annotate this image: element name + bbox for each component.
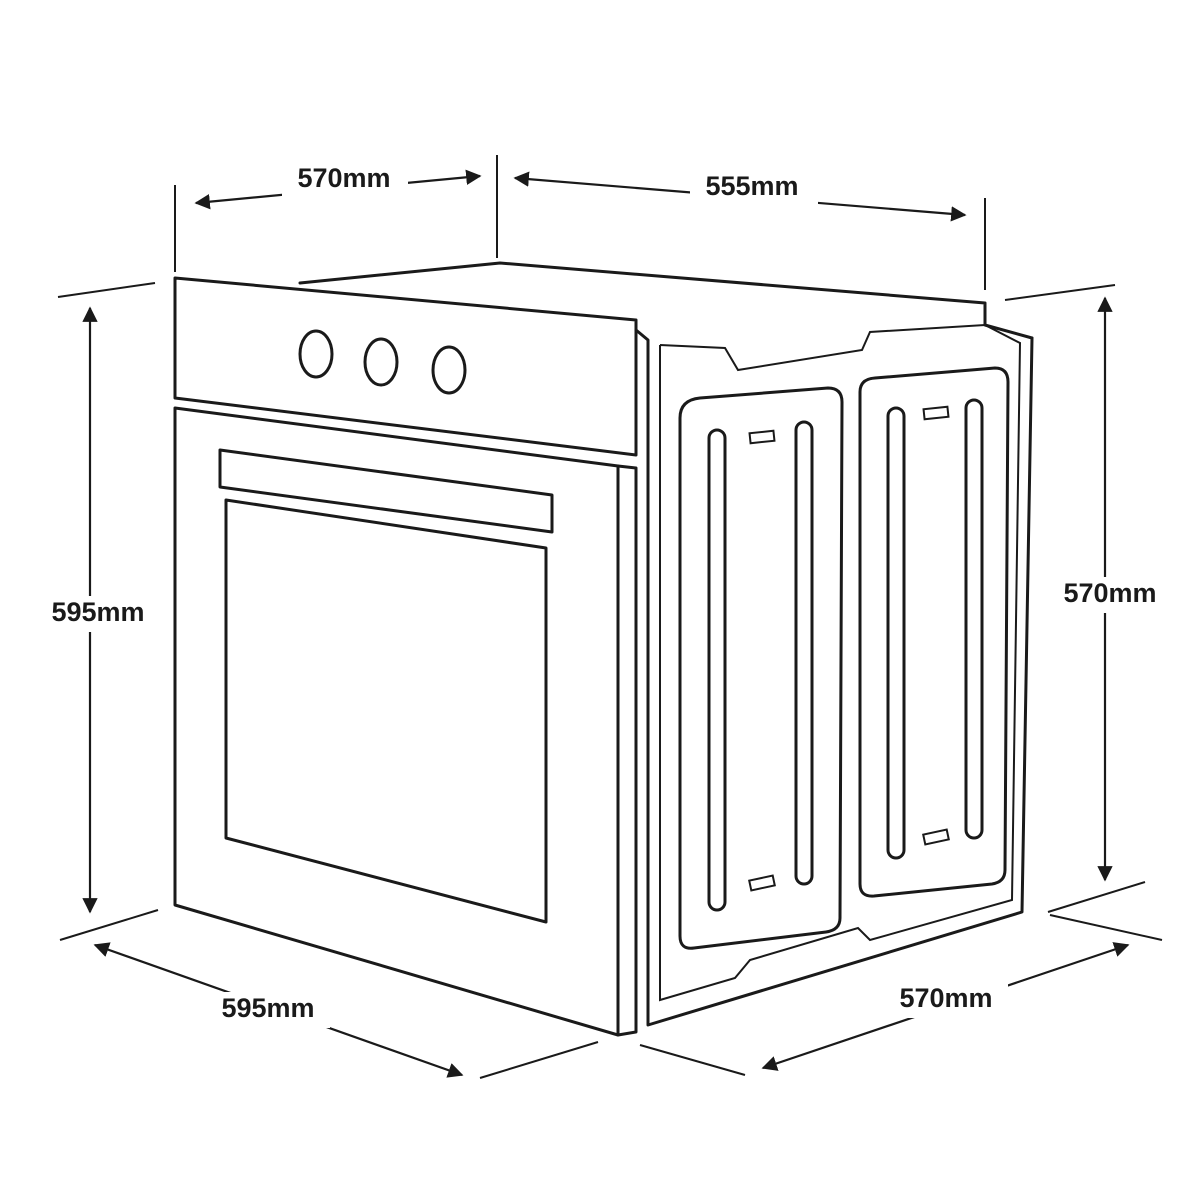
label-top-width: 570mm [297, 163, 390, 193]
label-bottom-depth: 570mm [899, 983, 992, 1013]
mount-tab [748, 429, 776, 445]
mount-tab [922, 828, 950, 846]
vent-slot [707, 428, 727, 912]
side-panel-inner [659, 323, 1022, 1002]
door-handle [218, 448, 554, 534]
vent-slot [886, 406, 906, 860]
mount-tab [748, 874, 776, 892]
dimension-arrows [82, 169, 1130, 1078]
extension-lines [57, 155, 1163, 1079]
control-knob [298, 329, 334, 379]
side-panel [634, 328, 1034, 1027]
label-side-height: 570mm [1063, 578, 1156, 608]
door-window [224, 498, 548, 924]
dimension-labels: 570mm 555mm 595mm 570mm 595mm 570mm [36, 162, 1172, 1028]
oven [173, 261, 1034, 1037]
front-edge [616, 464, 638, 1037]
vent-slot [794, 420, 814, 886]
control-knob [363, 337, 399, 387]
mount-tab [922, 405, 950, 421]
side-emboss-right [858, 366, 1010, 898]
label-bottom-width: 595mm [221, 993, 314, 1023]
control-knob [431, 345, 467, 395]
label-front-height: 595mm [51, 597, 144, 627]
vent-slot [964, 398, 984, 840]
side-emboss-left [678, 386, 844, 950]
oven-top-surface [298, 261, 1034, 340]
label-top-depth: 555mm [705, 171, 798, 201]
control-panel [173, 276, 638, 457]
